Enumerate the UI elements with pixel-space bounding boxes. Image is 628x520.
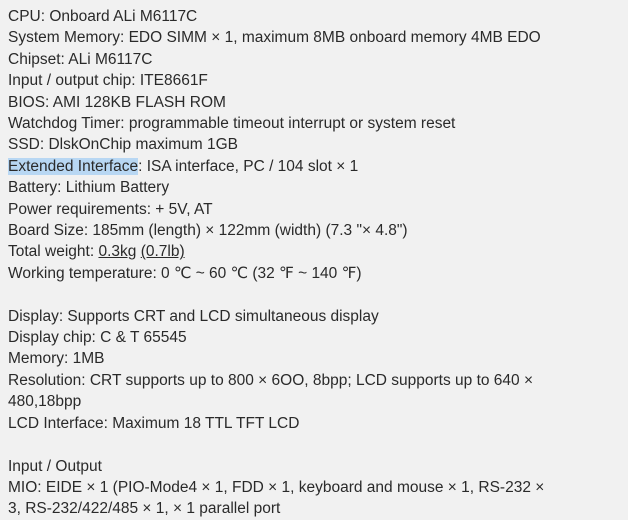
text-segment: 480,18bpp [8, 393, 82, 411]
text-segment: Resolution: CRT supports up to 800 × 6OO… [8, 371, 534, 389]
underlined-text: 0.3kg [98, 243, 137, 261]
text-segment: Chipset: ALi M6117C [8, 50, 153, 68]
text-segment: Display chip: C & T 65545 [8, 329, 187, 347]
spec-line: Resolution: CRT supports up to 800 × 6OO… [8, 370, 622, 391]
spec-line: Working temperature: 0 ℃ ~ 60 ℃ (32 ℉ ~ … [8, 263, 622, 284]
spec-line: LCD Interface: Maximum 18 TTL TFT LCD [8, 413, 622, 434]
spec-line: Board Size: 185mm (length) × 122mm (widt… [8, 220, 622, 241]
text-segment: Display: Supports CRT and LCD simultaneo… [8, 307, 379, 325]
spec-line: Total weight: 0.3kg (0.7lb) [8, 241, 622, 262]
spec-line: SSD: DlskOnChip maximum 1GB [8, 134, 622, 155]
text-segment: Board Size: 185mm (length) × 122mm (widt… [8, 222, 408, 240]
text-segment: MIO: EIDE × 1 (PIO-Mode4 × 1, FDD × 1, k… [8, 478, 545, 496]
text-segment: Input / output chip: ITE8661F [8, 72, 208, 90]
text-segment: 3, RS-232/422/485 × 1, × 1 parallel port [8, 500, 281, 518]
text-segment: Working temperature: 0 ℃ ~ 60 ℃ (32 ℉ ~ … [8, 264, 362, 282]
text-segment: System Memory: EDO SIMM × 1, maximum 8MB… [8, 29, 541, 47]
spec-line: CPU: Onboard ALi M6117C [8, 6, 622, 27]
spec-line: Display: Supports CRT and LCD simultaneo… [8, 306, 622, 327]
text-segment: BIOS: AMI 128KB FLASH ROM [8, 93, 226, 111]
spec-line: System Memory: EDO SIMM × 1, maximum 8MB… [8, 27, 622, 48]
spec-line: Input / output chip: ITE8661F [8, 70, 622, 91]
spec-line: 3, RS-232/422/485 × 1, × 1 parallel port [8, 498, 622, 519]
text-segment: CPU: Onboard ALi M6117C [8, 8, 198, 25]
text-segment: Memory: 1MB [8, 350, 105, 368]
highlighted-text: Extended Interface [8, 157, 139, 175]
text-segment: LCD Interface: Maximum 18 TTL TFT LCD [8, 414, 300, 432]
text-segment: Power requirements: + 5V, AT [8, 200, 213, 218]
spec-line: Power requirements: + 5V, AT [8, 199, 622, 220]
spec-line: Extended Interface: ISA interface, PC / … [8, 156, 622, 177]
spec-line: Display chip: C & T 65545 [8, 327, 622, 348]
blank-line [8, 434, 622, 455]
blank-line [8, 284, 622, 305]
text-segment: Total weight: [8, 243, 99, 261]
spec-line: 480,18bpp [8, 391, 622, 412]
spec-line: Battery: Lithium Battery [8, 177, 622, 198]
text-segment: SSD: DlskOnChip maximum 1GB [8, 136, 238, 154]
spec-line: Chipset: ALi M6117C [8, 49, 622, 70]
text-segment: Input / Output [8, 457, 102, 475]
spec-line: MIO: EIDE × 1 (PIO-Mode4 × 1, FDD × 1, k… [8, 477, 622, 498]
spec-line: BIOS: AMI 128KB FLASH ROM [8, 92, 622, 113]
spec-line: Input / Output [8, 456, 622, 477]
text-segment: : ISA interface, PC / 104 slot × 1 [138, 157, 359, 175]
spec-line: Watchdog Timer: programmable timeout int… [8, 113, 622, 134]
underlined-text: (0.7lb) [140, 243, 185, 261]
spec-line: Memory: 1MB [8, 348, 622, 369]
text-segment: Watchdog Timer: programmable timeout int… [8, 115, 456, 133]
text-segment: Battery: Lithium Battery [8, 179, 170, 197]
